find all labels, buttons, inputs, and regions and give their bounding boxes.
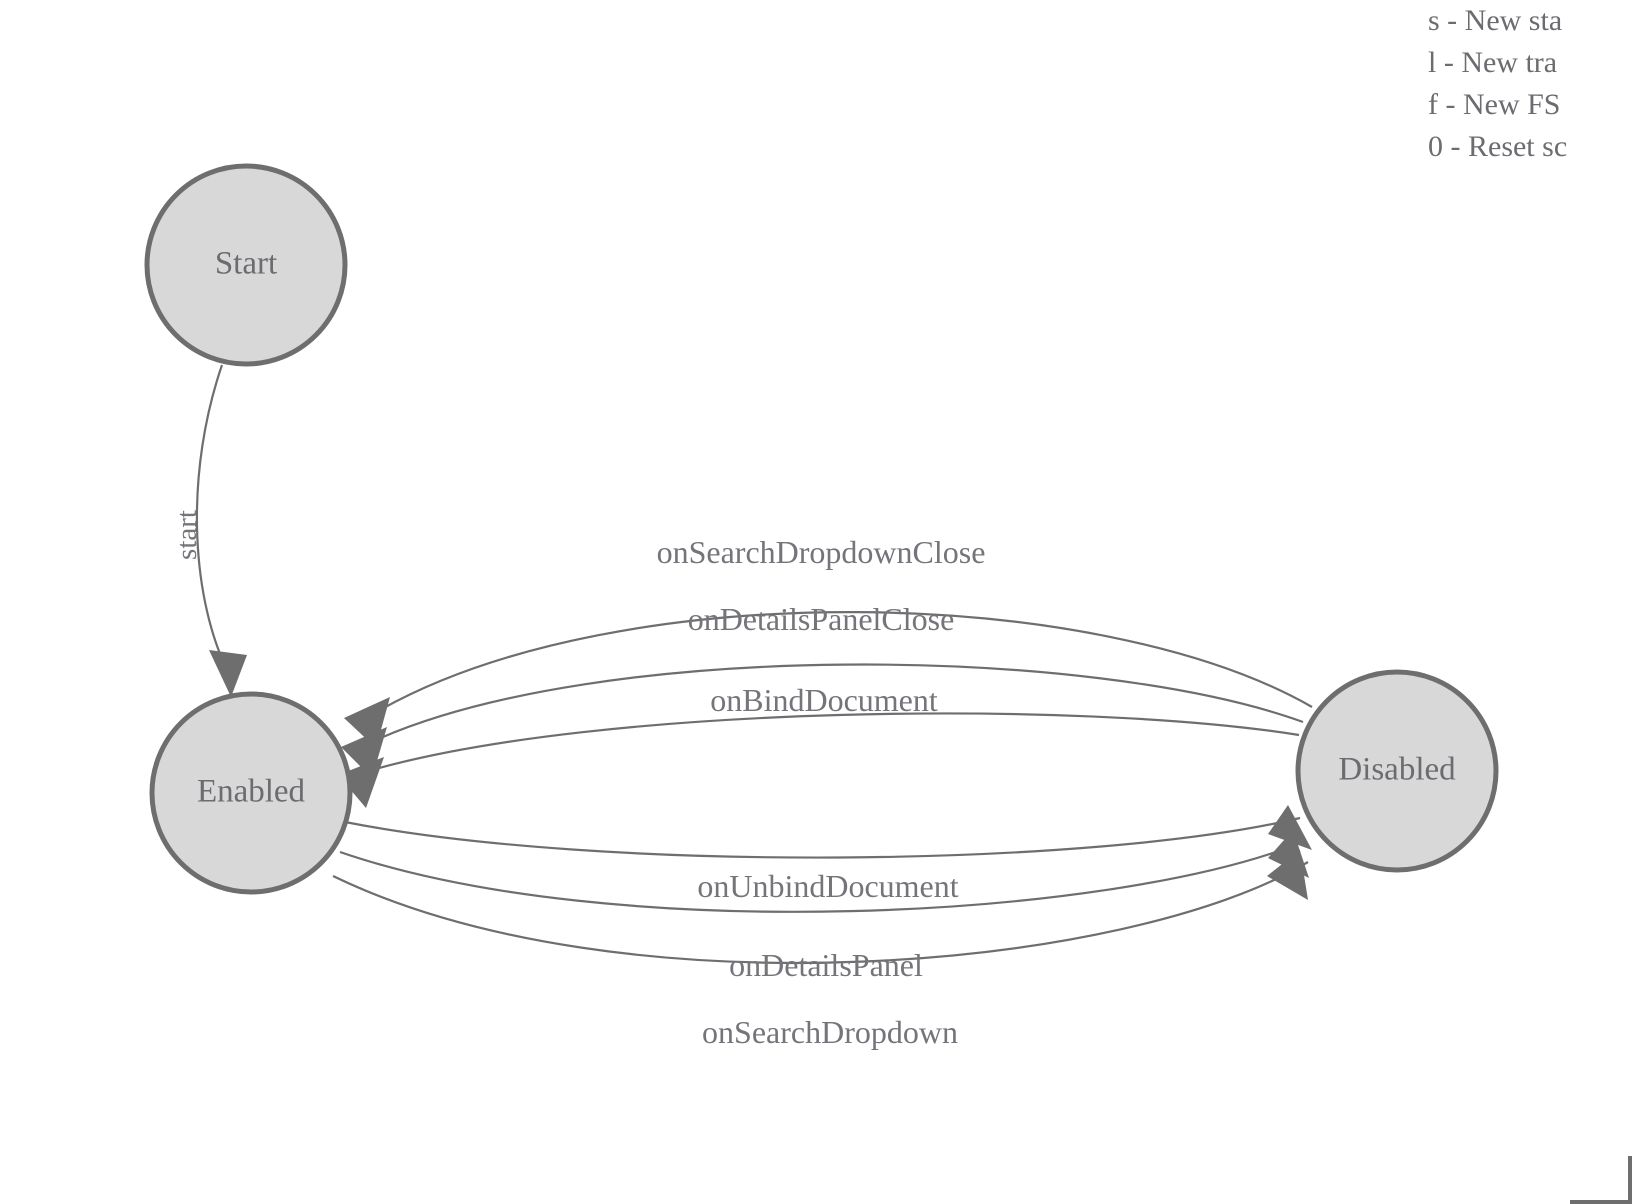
shortcut-reset: 0 - Reset sc: [1428, 130, 1568, 163]
state-node-disabled[interactable]: Disabled: [1295, 669, 1499, 873]
edge-path-onDetailsPanelClose[interactable]: [375, 663, 1304, 742]
edge-label-onDetailsPanelClose: onDetailsPanelClose: [688, 601, 955, 637]
state-circle-start[interactable]: [144, 163, 348, 367]
state-node-enabled[interactable]: Enabled: [149, 691, 353, 895]
edge-onBindDocument[interactable]: [338, 712, 1300, 808]
edge-path-start[interactable]: [195, 364, 227, 669]
arrowhead-onSearchDropdown: [1267, 850, 1308, 900]
edge-label-onBindDocument: onBindDocument: [710, 682, 938, 718]
shortcut-new-fsm: f - New FS: [1428, 88, 1561, 121]
state-circle-disabled[interactable]: [1295, 669, 1499, 873]
shortcut-new-transition: l - New tra: [1428, 46, 1558, 79]
corner-frame-vertical: [1628, 1156, 1632, 1204]
edge-path-onSearchDropdown[interactable]: [332, 861, 1309, 964]
edge-onUnbindDocument[interactable]: [344, 805, 1312, 859]
edge-path-onDetailsPanel[interactable]: [339, 840, 1304, 913]
state-label-disabled: Disabled: [1338, 752, 1456, 788]
edge-label-onUnbindDocument: onUnbindDocument: [697, 868, 958, 904]
keyboard-shortcuts-overlay: s - New sta l - New tra f - New FS 0 - R…: [1428, 0, 1632, 168]
edge-path-onBindDocument[interactable]: [371, 712, 1300, 772]
arrowhead-onBindDocument: [338, 757, 384, 808]
corner-frame-horizontal: [1570, 1200, 1632, 1204]
state-label-enabled: Enabled: [197, 774, 306, 810]
edge-onSearchDropdown[interactable]: [332, 850, 1309, 964]
arrowhead-start: [209, 650, 247, 697]
edge-label-start: start: [171, 510, 203, 560]
state-circle-enabled[interactable]: [149, 691, 353, 895]
arrowhead-onUnbindDocument: [1268, 805, 1312, 850]
shortcut-new-state: s - New sta: [1428, 4, 1563, 37]
edge-path-onUnbindDocument[interactable]: [344, 816, 1301, 859]
edge-label-onDetailsPanel: onDetailsPanel: [729, 947, 923, 983]
edge-path-onSearchDropdownClose[interactable]: [379, 611, 1313, 711]
edge-label-onSearchDropdown: onSearchDropdown: [702, 1014, 958, 1050]
edge-label-onSearchDropdownClose: onSearchDropdownClose: [657, 534, 986, 570]
edge-start[interactable]: [195, 364, 247, 697]
state-node-start[interactable]: Start: [144, 163, 348, 367]
state-label-start: Start: [215, 246, 277, 282]
